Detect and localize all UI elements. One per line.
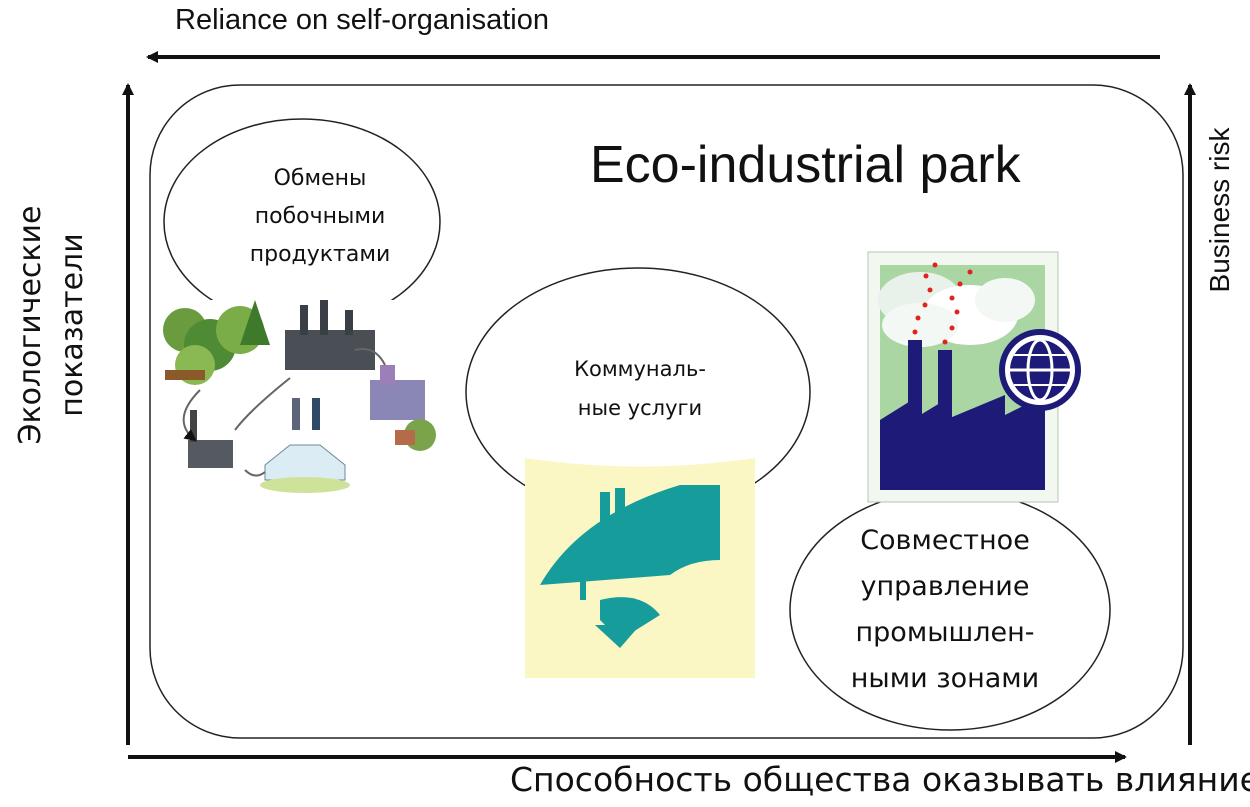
top-axis-label: Reliance on self-organisation [175,4,549,36]
management-line-2: управление [860,571,1030,602]
byproduct-line-3: продуктами [249,242,391,267]
right-axis-label: Business risk [1195,110,1245,310]
left-axis-label-line-2: показатели [55,233,90,417]
byproduct-line-1: Обмены [273,166,367,191]
left-axis-label: Экологические показатели [10,175,100,475]
byproduct-line-2: побочными [254,204,386,229]
utilities-clipart [525,458,755,678]
bottom-axis-label: Способность общества оказывать влияние [510,760,1250,799]
utilities-line-2: ные услуги [577,396,703,420]
left-axis-label-line-1: Экологические [13,205,48,445]
management-line-4: ными зонами [850,663,1040,694]
byproduct-bubble-text: Обмены побочными продуктами [210,160,430,274]
park-title: Eco-industrial park [590,136,1021,194]
management-line-1: Совместное [860,525,1030,556]
industrial-ecosystem-illustration [160,300,440,493]
factory-globe-clipart [867,251,1081,503]
park-boundary [149,84,1184,739]
utilities-bubble-text: Коммуналь- ные услуги [520,350,760,428]
utilities-line-1: Коммуналь- [574,357,706,381]
management-bubble-text: Совместное управление промышлен- ными зо… [820,518,1070,702]
management-line-3: промышлен- [855,617,1035,648]
right-axis-label-text: Business risk [1204,127,1235,293]
